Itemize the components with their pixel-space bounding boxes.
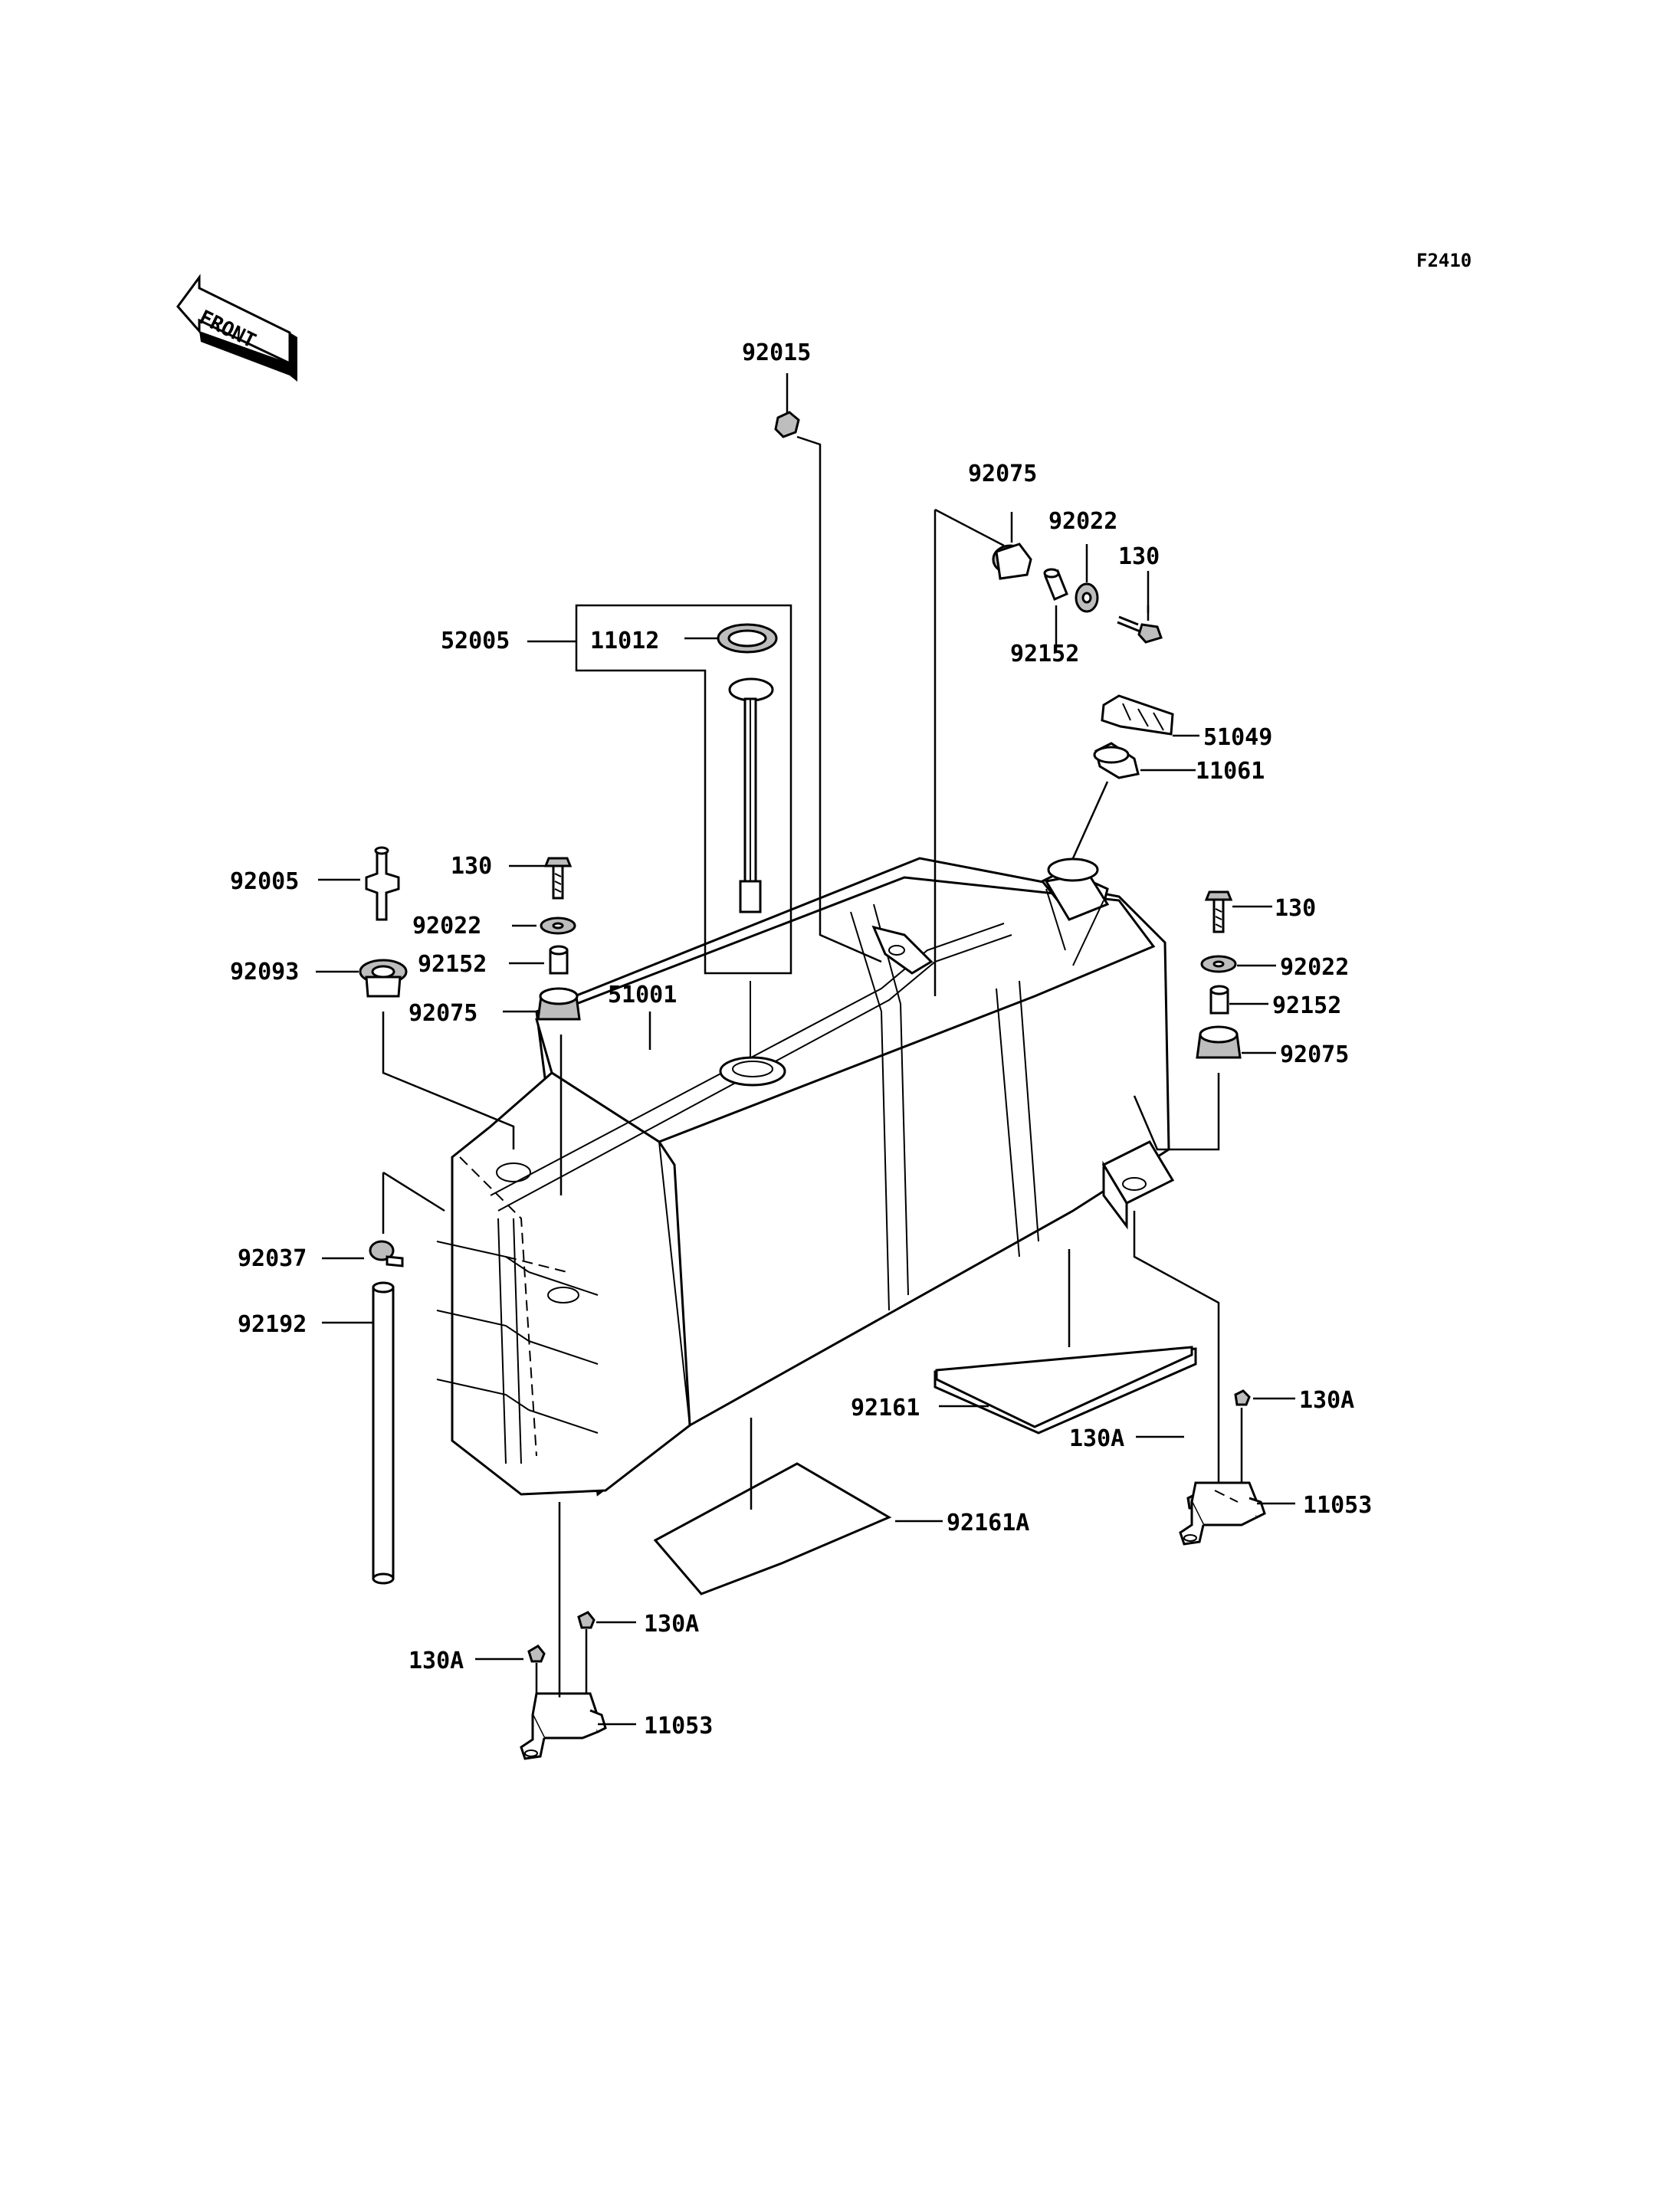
label-130A-l2: 130A: [409, 1648, 464, 1674]
label-130A-r1: 130A: [1069, 1425, 1124, 1452]
front-arrow-icon: FRONT: [176, 274, 297, 382]
label-92037: 92037: [238, 1245, 307, 1272]
label-130-top: 130: [1118, 543, 1160, 570]
label-51001: 51001: [608, 982, 677, 1008]
part-number-labels: 92015 92075 92022 130 92152 52005 11012 …: [230, 339, 1372, 1740]
label-52005: 52005: [441, 628, 510, 654]
label-92015: 92015: [742, 339, 811, 366]
label-92005: 92005: [230, 868, 299, 895]
label-11053-left: 11053: [644, 1713, 713, 1740]
label-92075-top: 92075: [968, 461, 1037, 487]
label-130A-r2: 130A: [1299, 1387, 1354, 1414]
label-92152-top: 92152: [1010, 641, 1079, 667]
top-mount-parts: [774, 411, 1174, 996]
label-130-left: 130: [451, 853, 492, 880]
label-92093: 92093: [230, 959, 299, 985]
fuel-sender-unit: [575, 604, 792, 1058]
diagram-code: F2410: [1416, 250, 1472, 271]
leader-lines: [316, 373, 1295, 1726]
fuel-tank: [436, 857, 1175, 1497]
lower-brackets: [520, 1389, 1266, 1760]
label-92152-left: 92152: [418, 951, 487, 978]
left-mount-parts: [359, 846, 581, 1585]
label-92022-top: 92022: [1048, 508, 1117, 535]
right-mount-parts: [1133, 890, 1242, 1517]
label-51049: 51049: [1203, 724, 1272, 751]
label-92161A: 92161A: [947, 1510, 1029, 1536]
label-130-right: 130: [1275, 895, 1316, 922]
label-92075-left: 92075: [409, 1000, 477, 1027]
label-11061: 11061: [1196, 758, 1265, 785]
tank-pads: [653, 1249, 1197, 1595]
label-11053-right: 11053: [1303, 1492, 1372, 1519]
label-92161: 92161: [851, 1395, 920, 1421]
label-92075-right: 92075: [1280, 1041, 1349, 1068]
label-92152-right: 92152: [1272, 992, 1341, 1019]
label-11012: 11012: [590, 628, 659, 654]
label-92022-left: 92022: [412, 913, 481, 939]
label-92192: 92192: [238, 1311, 307, 1338]
label-130A-l1: 130A: [644, 1611, 699, 1638]
label-92022-right: 92022: [1280, 954, 1349, 981]
